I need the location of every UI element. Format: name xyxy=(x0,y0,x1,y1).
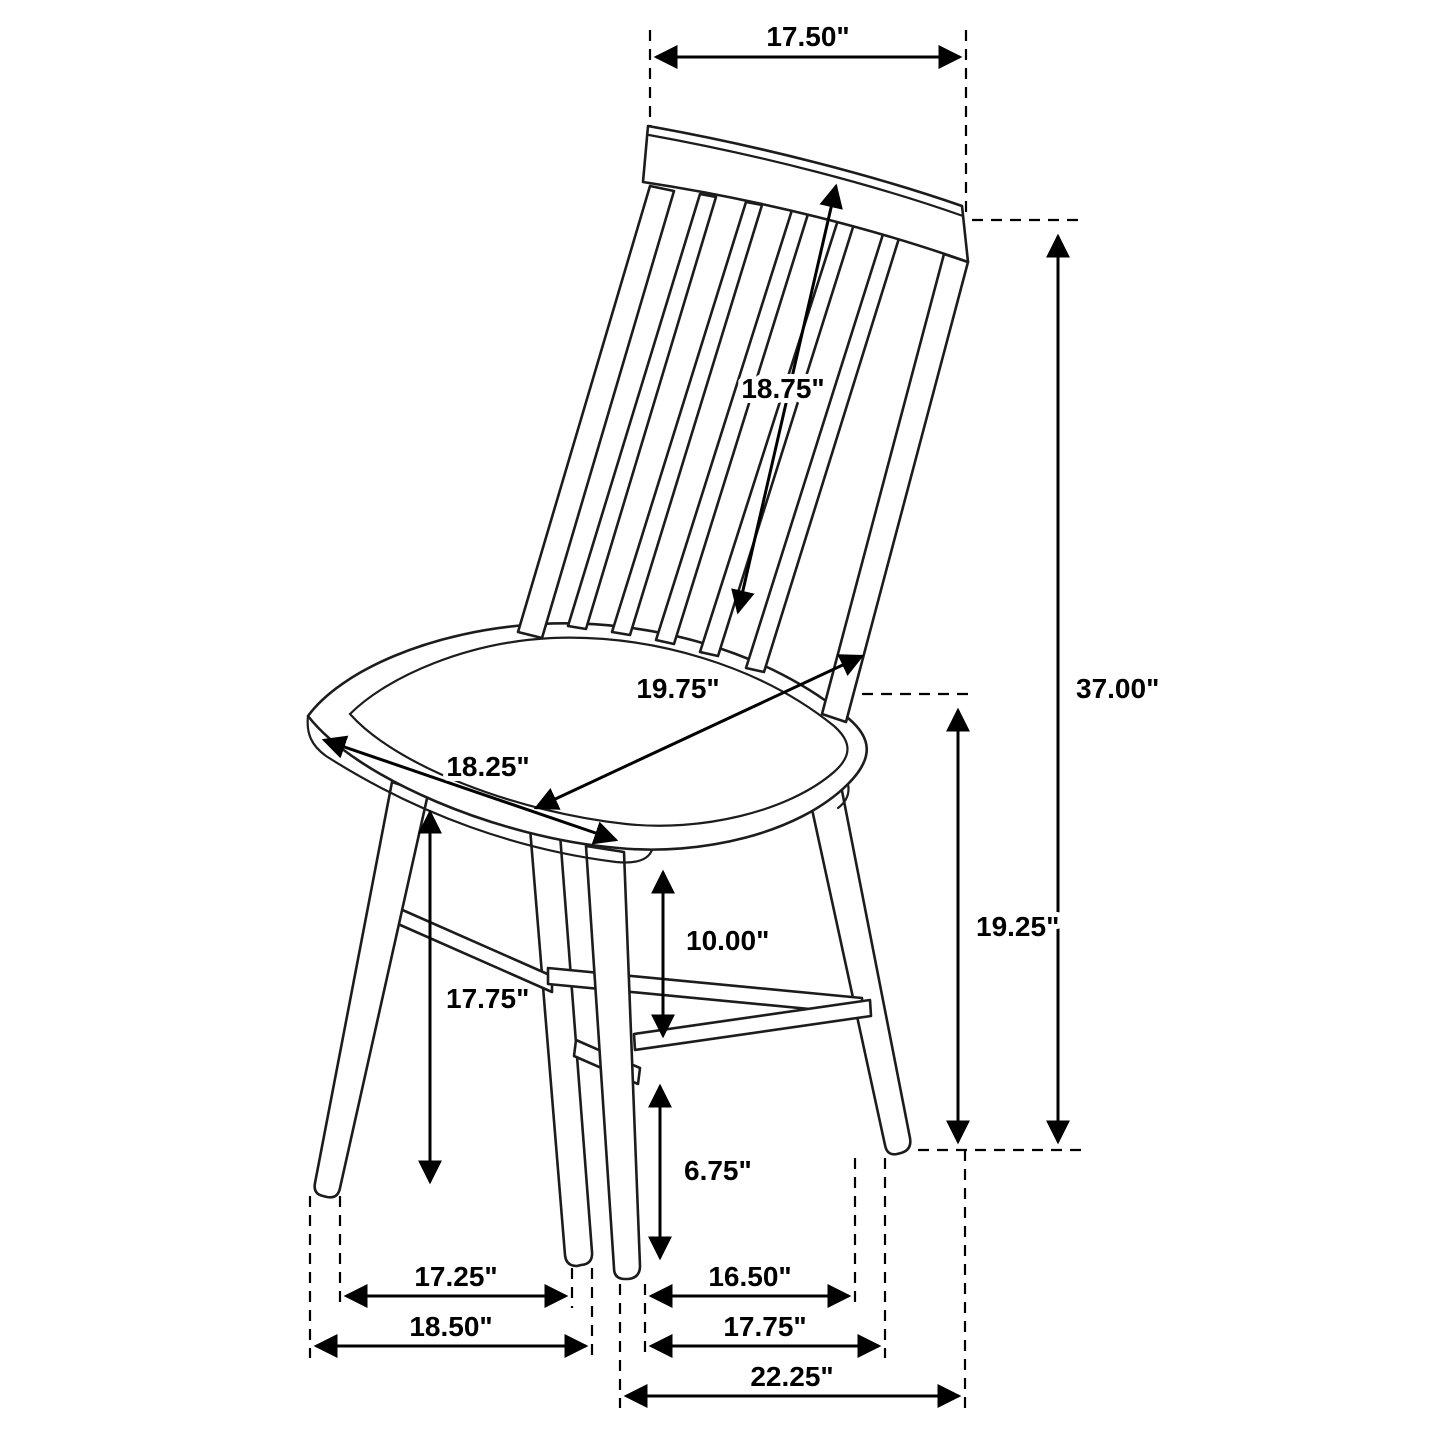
dim-seat-height-label: 19.25" xyxy=(976,911,1059,942)
chair-leg-back-left xyxy=(528,826,594,1268)
dim-front-feet-inner-span: 17.25" xyxy=(343,1256,569,1308)
dim-leg-height: 17.75" xyxy=(418,809,534,1185)
dim-top-width-label: 17.50" xyxy=(766,21,849,52)
dim-back-length: 18.75" xyxy=(731,183,843,615)
extension-lines xyxy=(308,30,1082,1408)
chair-stretcher-right xyxy=(632,998,873,1052)
dim-seat-height: 19.25" xyxy=(946,707,1064,1145)
dim-side-feet-outer-span-label: 17.75" xyxy=(723,1311,806,1342)
dim-overall-depth: 22.25" xyxy=(623,1356,962,1408)
chair-back-slat-1 xyxy=(566,192,718,631)
chair-leg-front-left xyxy=(313,780,430,1199)
chair-leg-front-right xyxy=(584,844,642,1281)
dim-seat-to-stretcher: 10.00" xyxy=(651,869,774,1039)
dim-leg-height-label: 17.75" xyxy=(446,983,529,1014)
dim-overall-height: 37.00" xyxy=(1046,233,1164,1145)
dim-top-width: 17.50" xyxy=(653,16,963,69)
chair-leg-back-right xyxy=(798,748,912,1156)
dim-seat-width-label: 18.25" xyxy=(446,751,529,782)
dim-stretcher-to-floor-label: 6.75" xyxy=(684,1155,752,1186)
dim-overall-depth-label: 22.25" xyxy=(750,1361,833,1392)
dim-side-feet-outer-span: 17.75" xyxy=(648,1306,882,1358)
dim-seat-diagonal-depth-label: 19.75" xyxy=(636,673,719,704)
dim-back-length-label: 18.75" xyxy=(741,373,824,404)
chair-back-stile-right xyxy=(820,252,970,724)
dim-side-feet-inner-span: 16.50" xyxy=(648,1256,852,1308)
chair-back-stile-left xyxy=(516,184,676,640)
dim-overall-height-label: 37.00" xyxy=(1076,673,1159,704)
chair-stretcher-left xyxy=(396,906,554,994)
dim-front-feet-outer-span: 18.50" xyxy=(313,1306,589,1358)
dim-side-feet-inner-span-label: 16.50" xyxy=(708,1261,791,1292)
dim-stretcher-to-floor: 6.75" xyxy=(648,1083,757,1261)
dim-front-feet-outer-span-label: 18.50" xyxy=(409,1311,492,1342)
dim-seat-diagonal-depth: 19.75" xyxy=(533,654,865,810)
dim-front-feet-inner-span-label: 17.25" xyxy=(414,1261,497,1292)
dim-back-length-arrow xyxy=(731,183,843,615)
chair-top-rail-cap xyxy=(647,133,965,218)
dim-seat-to-stretcher-label: 10.00" xyxy=(686,925,769,956)
dim-seat-width: 18.25" xyxy=(321,735,619,845)
dim-seat-width-arrow xyxy=(321,735,619,845)
dimension-annotations: 17.50" 18.75" 37.00" 19.75" 18.25" 19.25… xyxy=(313,16,1164,1408)
